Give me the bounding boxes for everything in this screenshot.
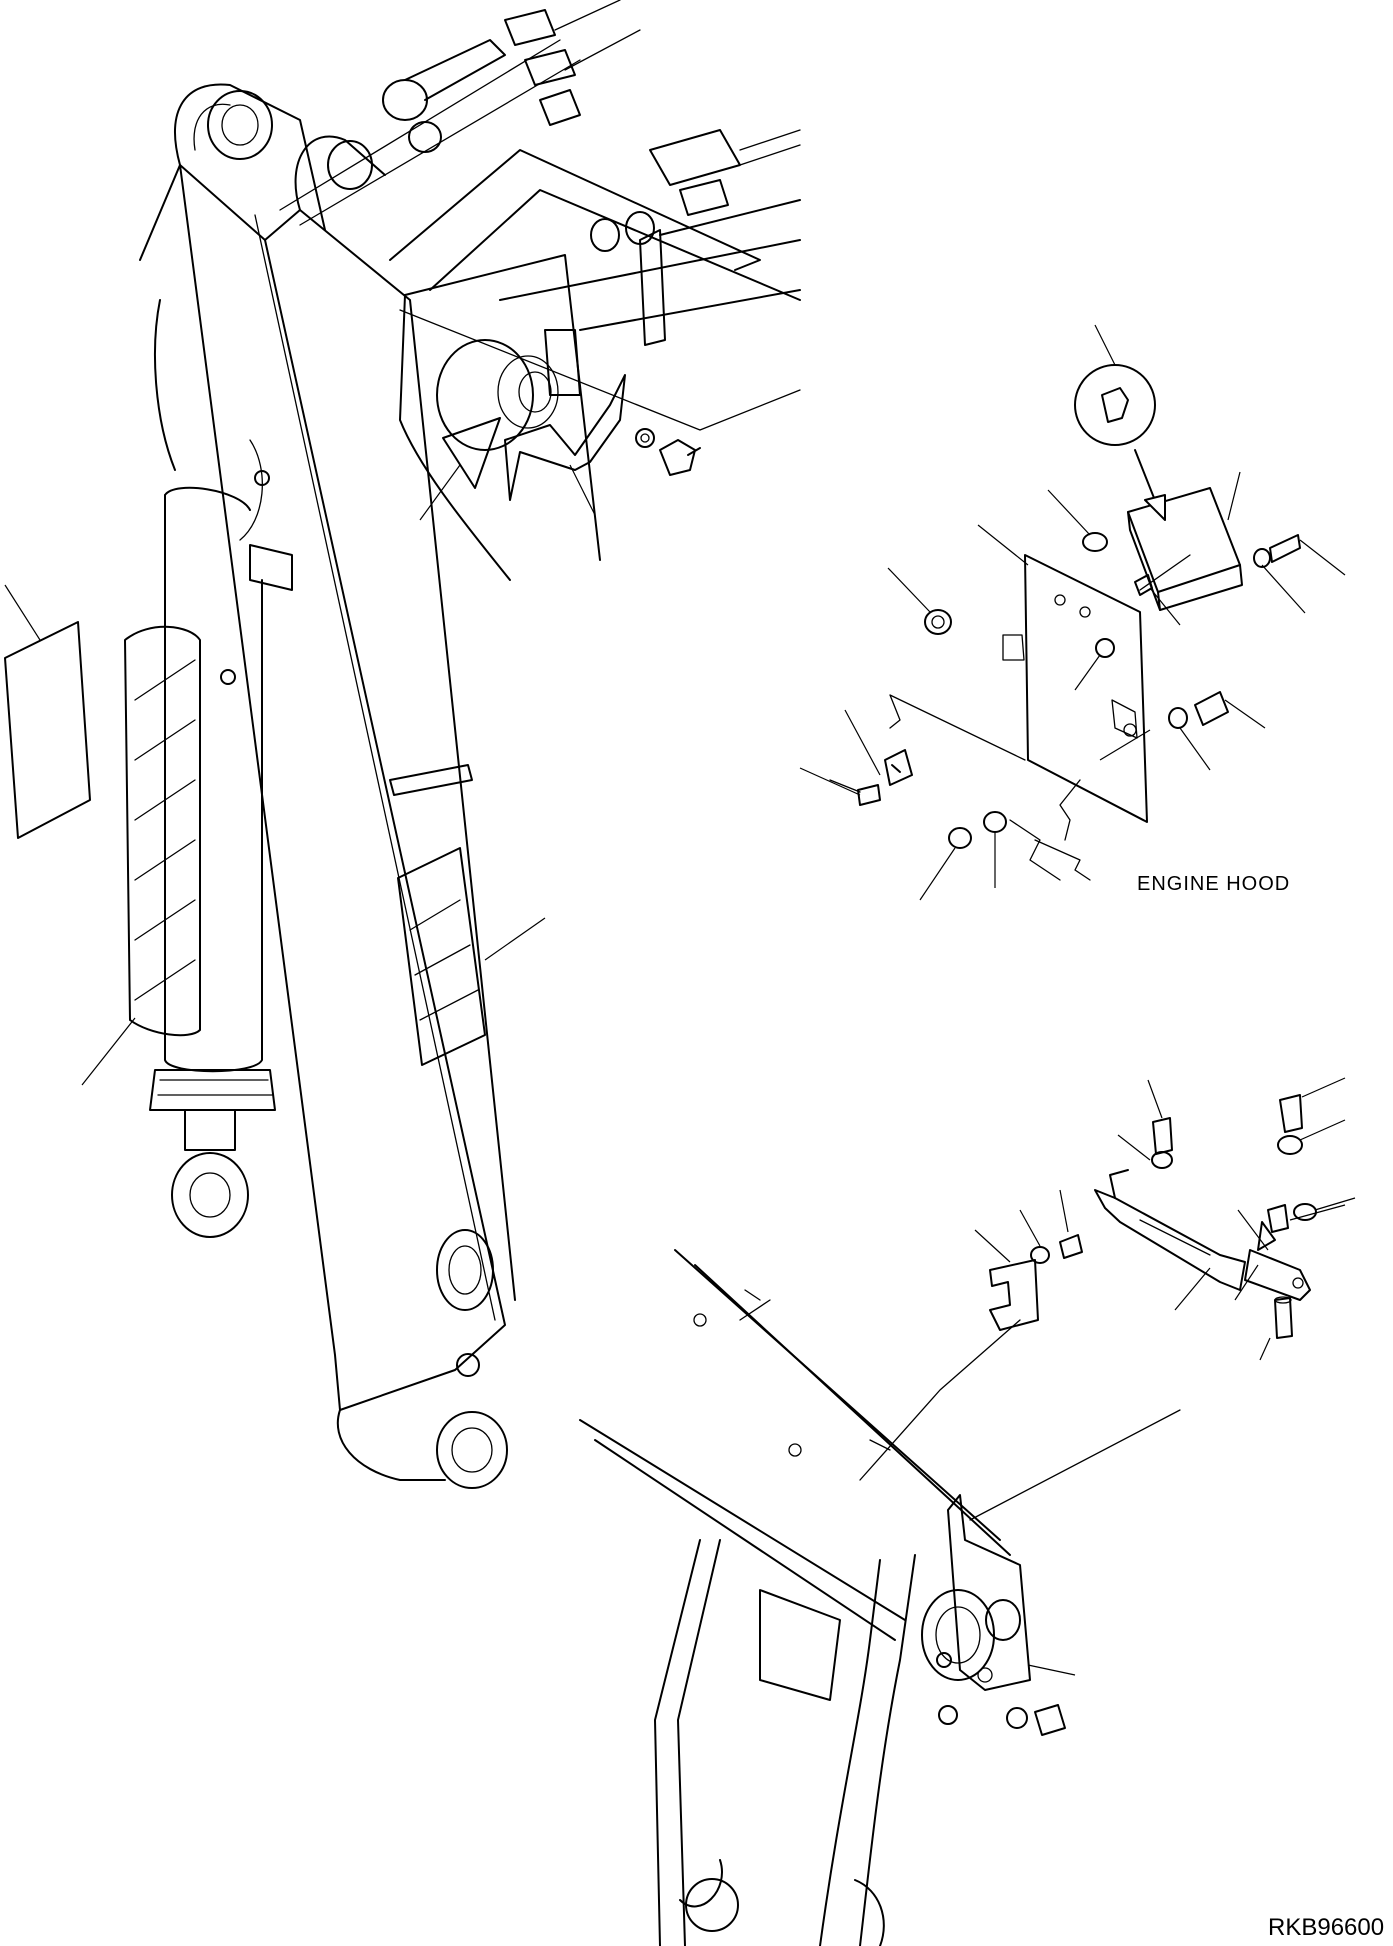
boom-arm — [140, 84, 545, 1488]
engine-hood-caption: ENGINE HOOD — [1137, 873, 1291, 895]
boom-foot-pin — [400, 200, 800, 580]
drawing-number: RKB96600 — [1268, 1914, 1385, 1941]
swing-bracket-detail — [580, 1078, 1355, 1946]
cover-bracket-upper — [420, 375, 700, 520]
hose-assembly-top — [280, 0, 800, 430]
loose-decal — [5, 585, 90, 838]
engine-hood-detail — [800, 325, 1345, 900]
boom-cylinder — [82, 488, 292, 1237]
